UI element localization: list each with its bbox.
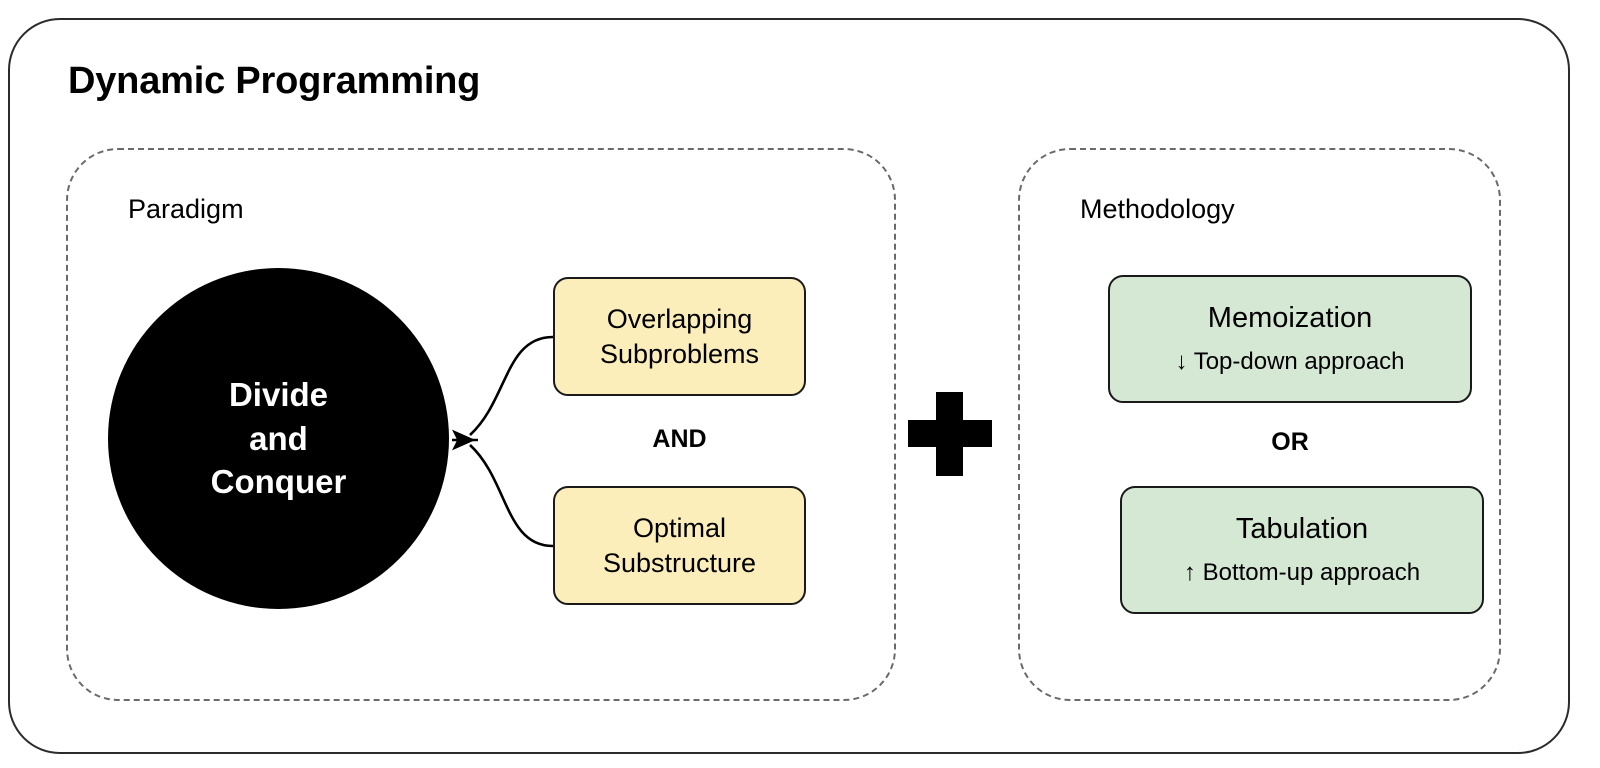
connector-label-or: OR [1271, 428, 1309, 456]
method-card-tabulation: Tabulation ↑ Bottom-up approach [1120, 486, 1484, 614]
connector-label-and: AND [652, 425, 707, 453]
core-node-line-3: Conquer [210, 463, 347, 501]
plus-operator-icon [908, 392, 992, 476]
group-label-methodology: Methodology [1080, 194, 1235, 224]
condition-card-overlapping-subproblems: Overlapping Subproblems [553, 277, 806, 396]
method-card-1-title: Memoization [1207, 302, 1373, 335]
group-box-methodology [1018, 148, 1501, 701]
core-node-line-2: and [249, 419, 308, 457]
condition-card-1-line-2: Subproblems [599, 338, 760, 369]
condition-card-2-line-2: Substructure [602, 547, 757, 578]
group-box-paradigm [66, 148, 896, 701]
method-card-1-subtitle: ↓ Top-down approach [1175, 348, 1405, 375]
method-card-2-title: Tabulation [1235, 513, 1369, 546]
method-card-memoization: Memoization ↓ Top-down approach [1108, 275, 1472, 403]
condition-card-1-line-1: Overlapping [606, 303, 753, 334]
core-node-divide-and-conquer: Divide and Conquer [108, 268, 449, 609]
core-node-line-1: Divide [228, 376, 329, 414]
condition-card-optimal-substructure: Optimal Substructure [553, 486, 806, 605]
condition-card-2-line-1: Optimal [632, 512, 726, 543]
method-card-2-subtitle: ↑ Bottom-up approach [1183, 559, 1421, 586]
page-title: Dynamic Programming [68, 60, 481, 102]
group-label-paradigm: Paradigm [128, 194, 244, 224]
